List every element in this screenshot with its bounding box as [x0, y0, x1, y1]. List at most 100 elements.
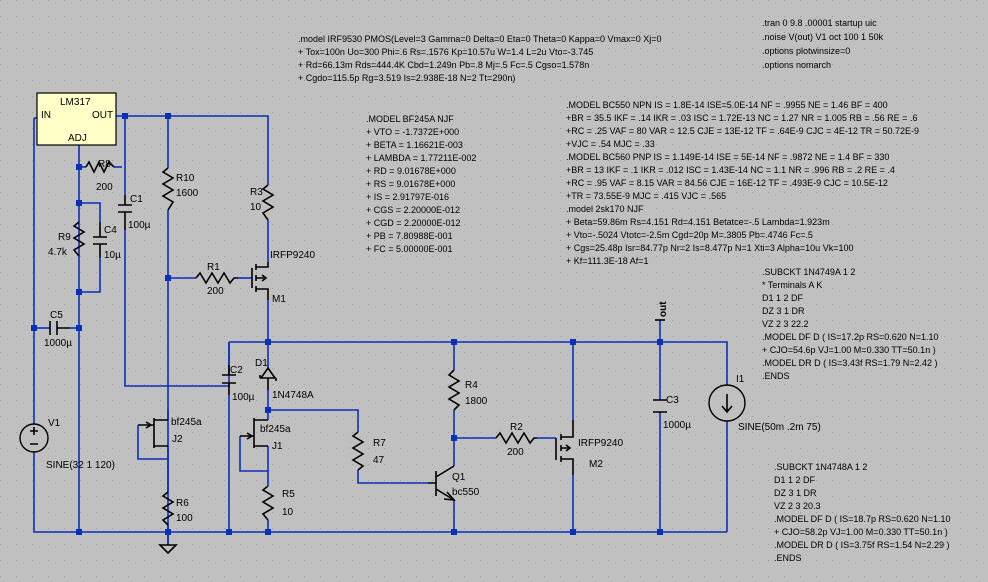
directive-bf245a-model[interactable]: .MODEL BF245A NJF + VTO = -1.7372E+000 +… [366, 114, 476, 254]
resistor-r1[interactable]: R1 200 [195, 262, 238, 297]
directive-line: +BR = 35.5 IKF = .14 IKR = .03 ISC = 1.7… [566, 113, 917, 123]
r8-value: 200 [96, 182, 113, 193]
i1-ref: I1 [736, 374, 745, 385]
directive-line: + CJO=54.6p VJ=1.00 M=0.330 TT=50.1n ) [762, 345, 936, 355]
directive-line: + Tox=100n Uo=300 Phi=.6 Rs=.1576 Kp=10.… [298, 47, 593, 57]
current-source-i1[interactable]: I1 SINE(50m .2m 75) [708, 374, 821, 433]
directive-line: D1 1 2 DF [774, 475, 816, 485]
resistor-r2[interactable]: R2 200 [495, 422, 537, 458]
directive-line: D1 1 2 DF [762, 293, 804, 303]
r4-value: 1800 [465, 396, 488, 407]
r5-ref: R5 [282, 489, 295, 500]
c1-ref: C1 [130, 194, 143, 205]
transistor-q1[interactable]: Q1 bc550 [428, 465, 480, 501]
directive-line: .model IRF9530 PMOS(Level=3 Gamma=0 Delt… [298, 34, 662, 44]
directive-line: .MODEL DF D ( IS=17.2p RS=0.620 N=1.10 [762, 332, 939, 342]
m2-value: IRFP9240 [578, 438, 623, 449]
r3-ref: R3 [250, 187, 263, 198]
directive-line: .MODEL BC550 NPN IS = 1.8E-14 ISE=5.0E-1… [566, 100, 888, 110]
m1-ref: M1 [272, 294, 286, 305]
jfet-j2[interactable]: bf245a J2 [138, 417, 202, 448]
j2-value: bf245a [171, 417, 202, 428]
r3-value: 10 [250, 202, 262, 213]
directive-line: .ENDS [762, 371, 790, 381]
directive-line: .ENDS [774, 553, 802, 563]
q1-ref: Q1 [452, 472, 466, 483]
resistor-r7[interactable]: R7 47 [351, 431, 386, 471]
directive-line: + PB = 7.80988E-001 [366, 231, 453, 241]
r1-value: 200 [207, 286, 224, 297]
q1-value: bc550 [452, 487, 480, 498]
capacitor-c4[interactable]: C4 10µ [93, 222, 121, 261]
i1-value: SINE(50m .2m 75) [738, 422, 821, 433]
directive-line: .noise V(out) V1 oct 100 1 50k [762, 32, 884, 42]
resistor-r6[interactable]: R6 100 [161, 491, 193, 526]
v1-ref: V1 [48, 418, 61, 429]
directive-line: + IS = 2.91797E-016 [366, 192, 449, 202]
directive-line: + VTO = -1.7372E+000 [366, 127, 459, 137]
resistor-r8[interactable]: R8 200 [85, 159, 115, 193]
directive-line: .MODEL DF D ( IS=18.7p RS=0.620 N=1.10 [774, 514, 951, 524]
directive-line: + Vto=-.5024 Vtotc=-2.5m Cgd=20p M=.3805… [566, 230, 813, 240]
c3-ref: C3 [666, 395, 679, 406]
directive-line: + FC = 5.00000E-001 [366, 244, 453, 254]
out-label: out [658, 301, 669, 317]
voltage-source-v1[interactable]: V1 SINE(32 1 120) [19, 418, 115, 471]
r5-value: 10 [282, 507, 294, 518]
directive-line: .model 2sk170 NJF [566, 204, 644, 214]
resistor-r3[interactable]: R3 10 [250, 184, 275, 221]
capacitor-c5[interactable]: C5 1000µ [44, 310, 72, 349]
m2-ref: M2 [589, 459, 603, 470]
j2-ref: J2 [172, 434, 183, 445]
zener-d1[interactable]: D1 1N4748A [255, 358, 314, 401]
regulator-in-label: IN [41, 110, 51, 121]
directive-line: DZ 3 1 DR [762, 306, 805, 316]
directive-line: + LAMBDA = 1.77211E-002 [366, 153, 476, 163]
directive-line: .SUBCKT 1N4749A 1 2 [762, 267, 855, 277]
directive-line: + RD = 9.01678E+000 [366, 166, 456, 176]
lm317-regulator[interactable]: LM317 IN OUT ADJ [36, 92, 117, 146]
directive-line: .tran 0 9.8 .00001 startup uic [762, 18, 877, 28]
regulator-name: LM317 [60, 97, 91, 108]
directive-line: .MODEL DR D ( IS=3.43f RS=1.79 N=2.42 ) [762, 358, 938, 368]
directive-line: + Beta=59.86m Rs=4.151 Rd=4.151 Betatce=… [566, 217, 830, 227]
directive-bc550-model[interactable]: .MODEL BC550 NPN IS = 1.8E-14 ISE=5.0E-1… [566, 100, 919, 266]
resistor-r5[interactable]: R5 10 [261, 485, 295, 521]
capacitor-c3[interactable]: C3 1000µ [653, 395, 691, 431]
mosfet-m2[interactable]: IRFP9240 M2 [555, 420, 623, 475]
d1-ref: D1 [255, 358, 268, 369]
j1-value: bf245a [260, 424, 291, 435]
r7-value: 47 [373, 455, 385, 466]
net-label-out[interactable]: out [655, 301, 669, 321]
directive-1n4748a-subckt[interactable]: .SUBCKT 1N4748A 1 2 D1 1 2 DF DZ 3 1 DR … [774, 462, 951, 563]
mosfet-m1[interactable]: IRFP9240 M1 [251, 250, 315, 305]
resistor-r10[interactable]: R10 1600 [161, 167, 199, 211]
directive-1n4749a-subckt[interactable]: .SUBCKT 1N4749A 1 2 * Terminals A K D1 1… [762, 267, 939, 381]
resistor-r9[interactable]: R9 4.7k [48, 221, 86, 258]
jfet-j1[interactable]: bf245a J1 [240, 418, 291, 452]
directive-line: * Terminals A K [762, 280, 822, 290]
r2-value: 200 [507, 447, 524, 458]
directive-tran-options[interactable]: .tran 0 9.8 .00001 startup uic .noise V(… [762, 18, 884, 70]
resistor-r4[interactable]: R4 1800 [447, 369, 488, 411]
c4-ref: C4 [104, 225, 117, 236]
c3-value: 1000µ [663, 420, 691, 431]
capacitor-c1[interactable]: C1 100µ [118, 194, 151, 231]
r9-value: 4.7k [48, 247, 68, 258]
directive-line: + CGS = 2.20000E-012 [366, 205, 460, 215]
regulator-out-label: OUT [92, 110, 113, 121]
r9-ref: R9 [58, 232, 71, 243]
c4-value: 10µ [104, 250, 121, 261]
directive-line: + CJO=58.2p VJ=1.00 M=0.330 TT=50.1n ) [774, 527, 948, 537]
directive-irf9530-model[interactable]: .model IRF9530 PMOS(Level=3 Gamma=0 Delt… [298, 34, 662, 83]
capacitor-c2[interactable]: C2 100µ [222, 365, 255, 403]
regulator-adj-label: ADJ [68, 133, 87, 144]
junctions [31, 113, 663, 535]
c2-ref: C2 [230, 365, 243, 376]
r6-value: 100 [176, 513, 193, 524]
d1-value: 1N4748A [272, 390, 314, 401]
directive-line: + Cgs=25.48p Isr=84.77p Nr=2 Is=8.477p N… [566, 243, 853, 253]
c1-value: 100µ [128, 220, 151, 231]
directive-line: .options plotwinsize=0 [762, 46, 850, 56]
